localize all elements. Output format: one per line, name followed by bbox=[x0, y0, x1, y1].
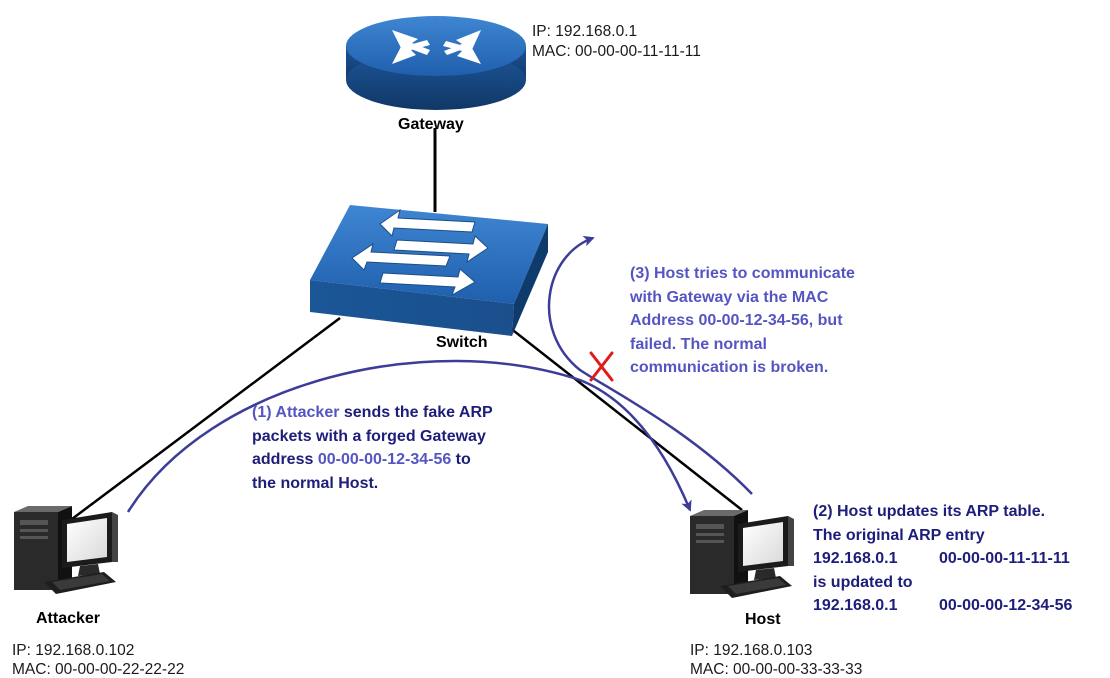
step3-line5: communication is broken. bbox=[630, 359, 829, 376]
gateway-ip: IP: 192.168.0.1 bbox=[532, 23, 638, 40]
step2-line1: (2) Host updates its ARP table. bbox=[813, 503, 1046, 520]
gateway-label: Gateway bbox=[398, 116, 464, 133]
host-computer-icon bbox=[690, 510, 794, 598]
attacker-label: Attacker bbox=[36, 610, 101, 627]
step3-line4: failed. The normal bbox=[630, 335, 767, 353]
step3-line2: with Gateway via the MAC bbox=[630, 288, 829, 306]
host-ip: IP: 192.168.0.103 bbox=[690, 642, 813, 659]
step1-line4: the normal Host. bbox=[252, 474, 379, 492]
arp-entry-new-ip: 192.168.0.1 bbox=[813, 597, 898, 614]
step1-line3: address 00-00-00-12-34-56 to bbox=[252, 448, 493, 472]
step3-arrow bbox=[547, 235, 753, 495]
router-icon bbox=[346, 16, 526, 110]
step1-forged-mac: 00-00-00-12-34-56 bbox=[317, 451, 452, 468]
step1-actor: Attacker bbox=[275, 404, 340, 421]
arp-entry-new: 192.168.0.1 00-00-00-12-34-56 bbox=[813, 594, 1072, 618]
x-mark-icon bbox=[589, 351, 614, 382]
arp-entry-old-ip: 192.168.0.1 bbox=[813, 550, 898, 567]
attacker-ip: IP: 192.168.0.102 bbox=[12, 642, 135, 659]
host-label: Host bbox=[745, 611, 781, 628]
step1-line1-rest: sends the fake ARP bbox=[339, 404, 493, 421]
step1-line3-post: to bbox=[451, 451, 471, 468]
switch-icon bbox=[310, 205, 548, 336]
step2-note: (2) Host updates its ARP table. The orig… bbox=[813, 500, 1072, 618]
switch-attacker-link bbox=[51, 317, 341, 535]
step2-line2: The original ARP entry bbox=[813, 526, 985, 544]
arp-entry-old: 192.168.0.1 00-00-00-11-11-11 bbox=[813, 547, 1072, 571]
step3-line1: (3) Host tries to communicate bbox=[630, 265, 855, 282]
step3-note: (3) Host tries to communicate with Gatew… bbox=[630, 262, 855, 380]
step1-line3-pre: address bbox=[252, 451, 318, 468]
step2-line4: is updated to bbox=[813, 573, 913, 591]
attacker-mac: MAC: 00-00-00-22-22-22 bbox=[12, 661, 185, 678]
attacker-computer-icon bbox=[14, 506, 118, 594]
step3-line3: Address 00-00-12-34-56, but bbox=[630, 312, 843, 329]
step1-line1: (1) Attacker sends the fake ARP bbox=[252, 401, 493, 425]
step1-line2: packets with a forged Gateway bbox=[252, 427, 486, 445]
switch-label: Switch bbox=[436, 334, 488, 351]
arp-entry-new-mac: 00-00-00-12-34-56 bbox=[939, 597, 1073, 614]
switch-host-link bbox=[499, 319, 743, 511]
arp-entry-old-mac: 00-00-00-11-11-11 bbox=[939, 550, 1070, 567]
gateway-mac: MAC: 00-00-00-11-11-11 bbox=[532, 43, 701, 60]
step1-number: (1) bbox=[252, 404, 276, 421]
host-mac: MAC: 00-00-00-33-33-33 bbox=[690, 661, 863, 678]
step1-note: (1) Attacker sends the fake ARP packets … bbox=[252, 401, 493, 495]
step1-arrow bbox=[126, 359, 692, 513]
